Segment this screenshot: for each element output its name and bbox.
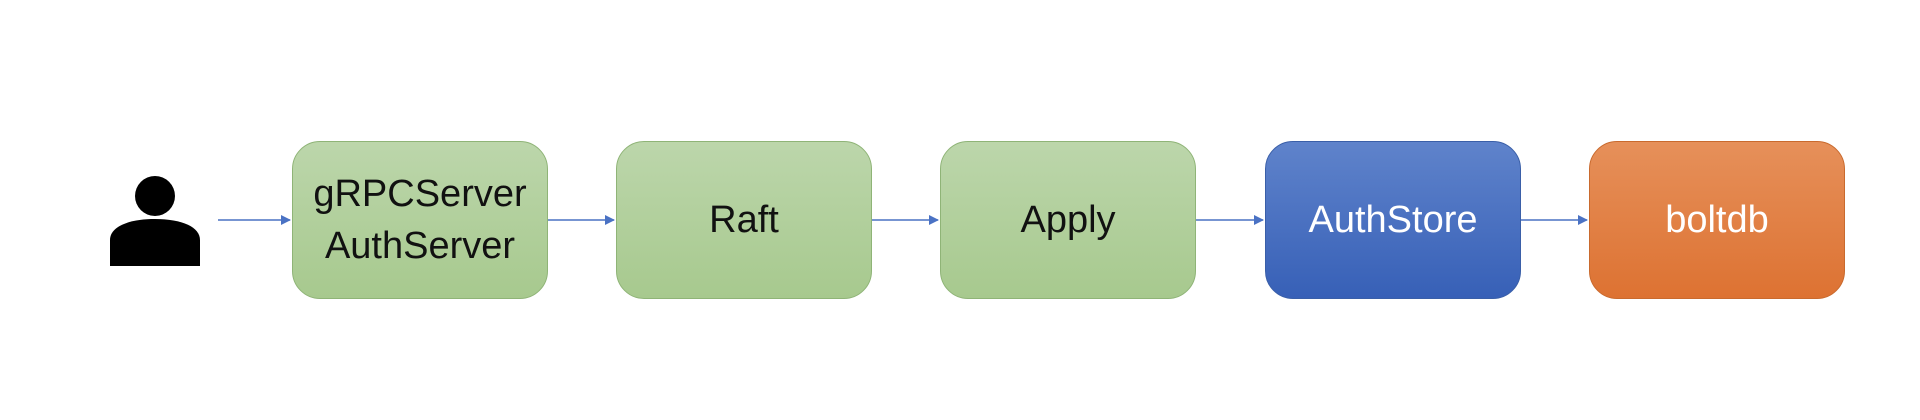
node-label-line: AuthServer bbox=[324, 225, 516, 267]
node-apply: Apply bbox=[940, 141, 1196, 299]
node-boltdb: boltdb bbox=[1589, 141, 1845, 299]
node-authstore: AuthStore bbox=[1265, 141, 1521, 299]
node-label: AuthStore bbox=[1308, 199, 1478, 241]
node-label: Apply bbox=[1020, 199, 1116, 241]
node-raft: Raft bbox=[616, 141, 872, 299]
node-label: boltdb bbox=[1665, 199, 1769, 241]
node-label-line: gRPCServer bbox=[313, 173, 527, 215]
node-label: Raft bbox=[709, 199, 779, 241]
node-grpc-server: gRPCServer AuthServer bbox=[292, 141, 548, 299]
user-icon bbox=[110, 176, 200, 266]
